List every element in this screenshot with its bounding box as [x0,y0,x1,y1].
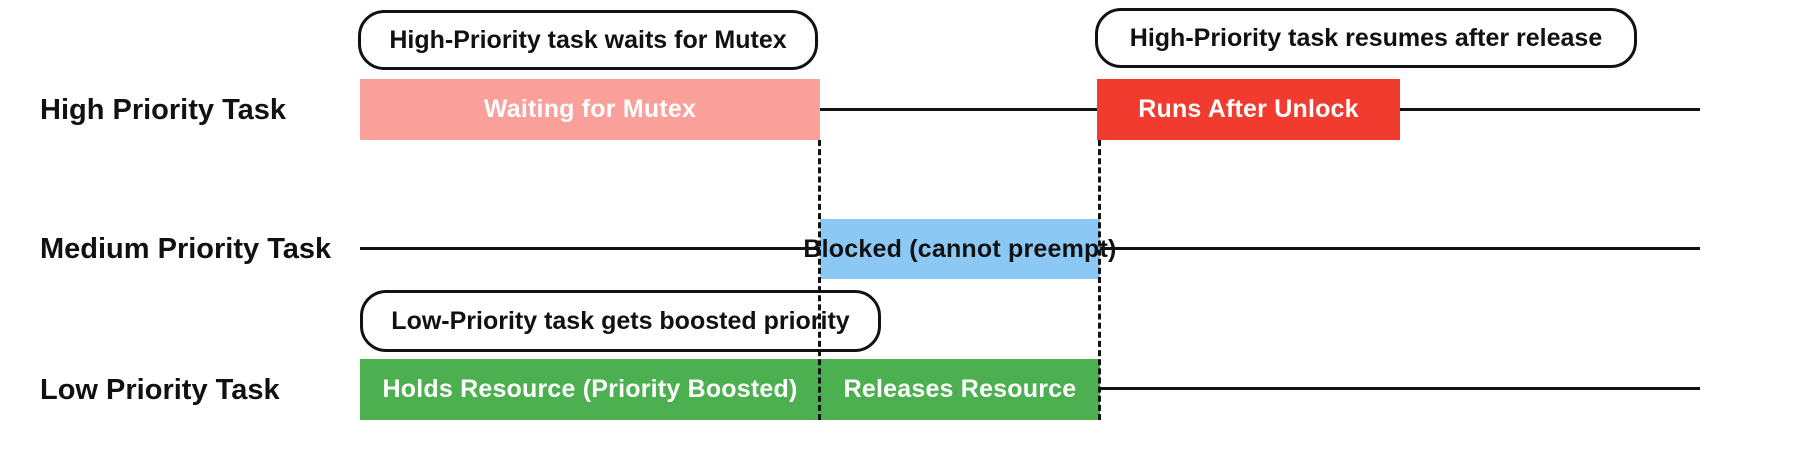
dashed-line-block-start [818,140,821,420]
bar-waiting-for-mutex: Waiting for Mutex [360,79,820,140]
timeline-medium-start-line [360,247,822,250]
callout-low-priority-boosted: Low-Priority task gets boosted priority [360,290,881,352]
timeline-low-end-line [1100,387,1700,390]
timeline-high-end-line [1400,108,1700,111]
timeline-high-middle-line [820,108,1099,111]
bar-holds-resource-priority-boosted: Holds Resource (Priority Boosted) [360,359,820,420]
bar-blocked-cannot-preempt: Blocked (cannot preempt) [803,219,1116,279]
row-label-high-priority-task: High Priority Task [40,94,287,126]
row-label-medium-priority-task: Medium Priority Task [40,233,332,265]
callout-high-priority-waits: High-Priority task waits for Mutex [358,10,818,70]
dashed-line-mutex-release [1098,140,1101,420]
callout-high-priority-resumes: High-Priority task resumes after release [1095,8,1637,68]
row-label-low-priority-task: Low Priority Task [40,374,280,406]
bar-releases-resource: Releases Resource [820,359,1100,420]
bar-runs-after-unlock: Runs After Unlock [1097,79,1400,140]
timeline-medium-end-line [1100,247,1700,250]
